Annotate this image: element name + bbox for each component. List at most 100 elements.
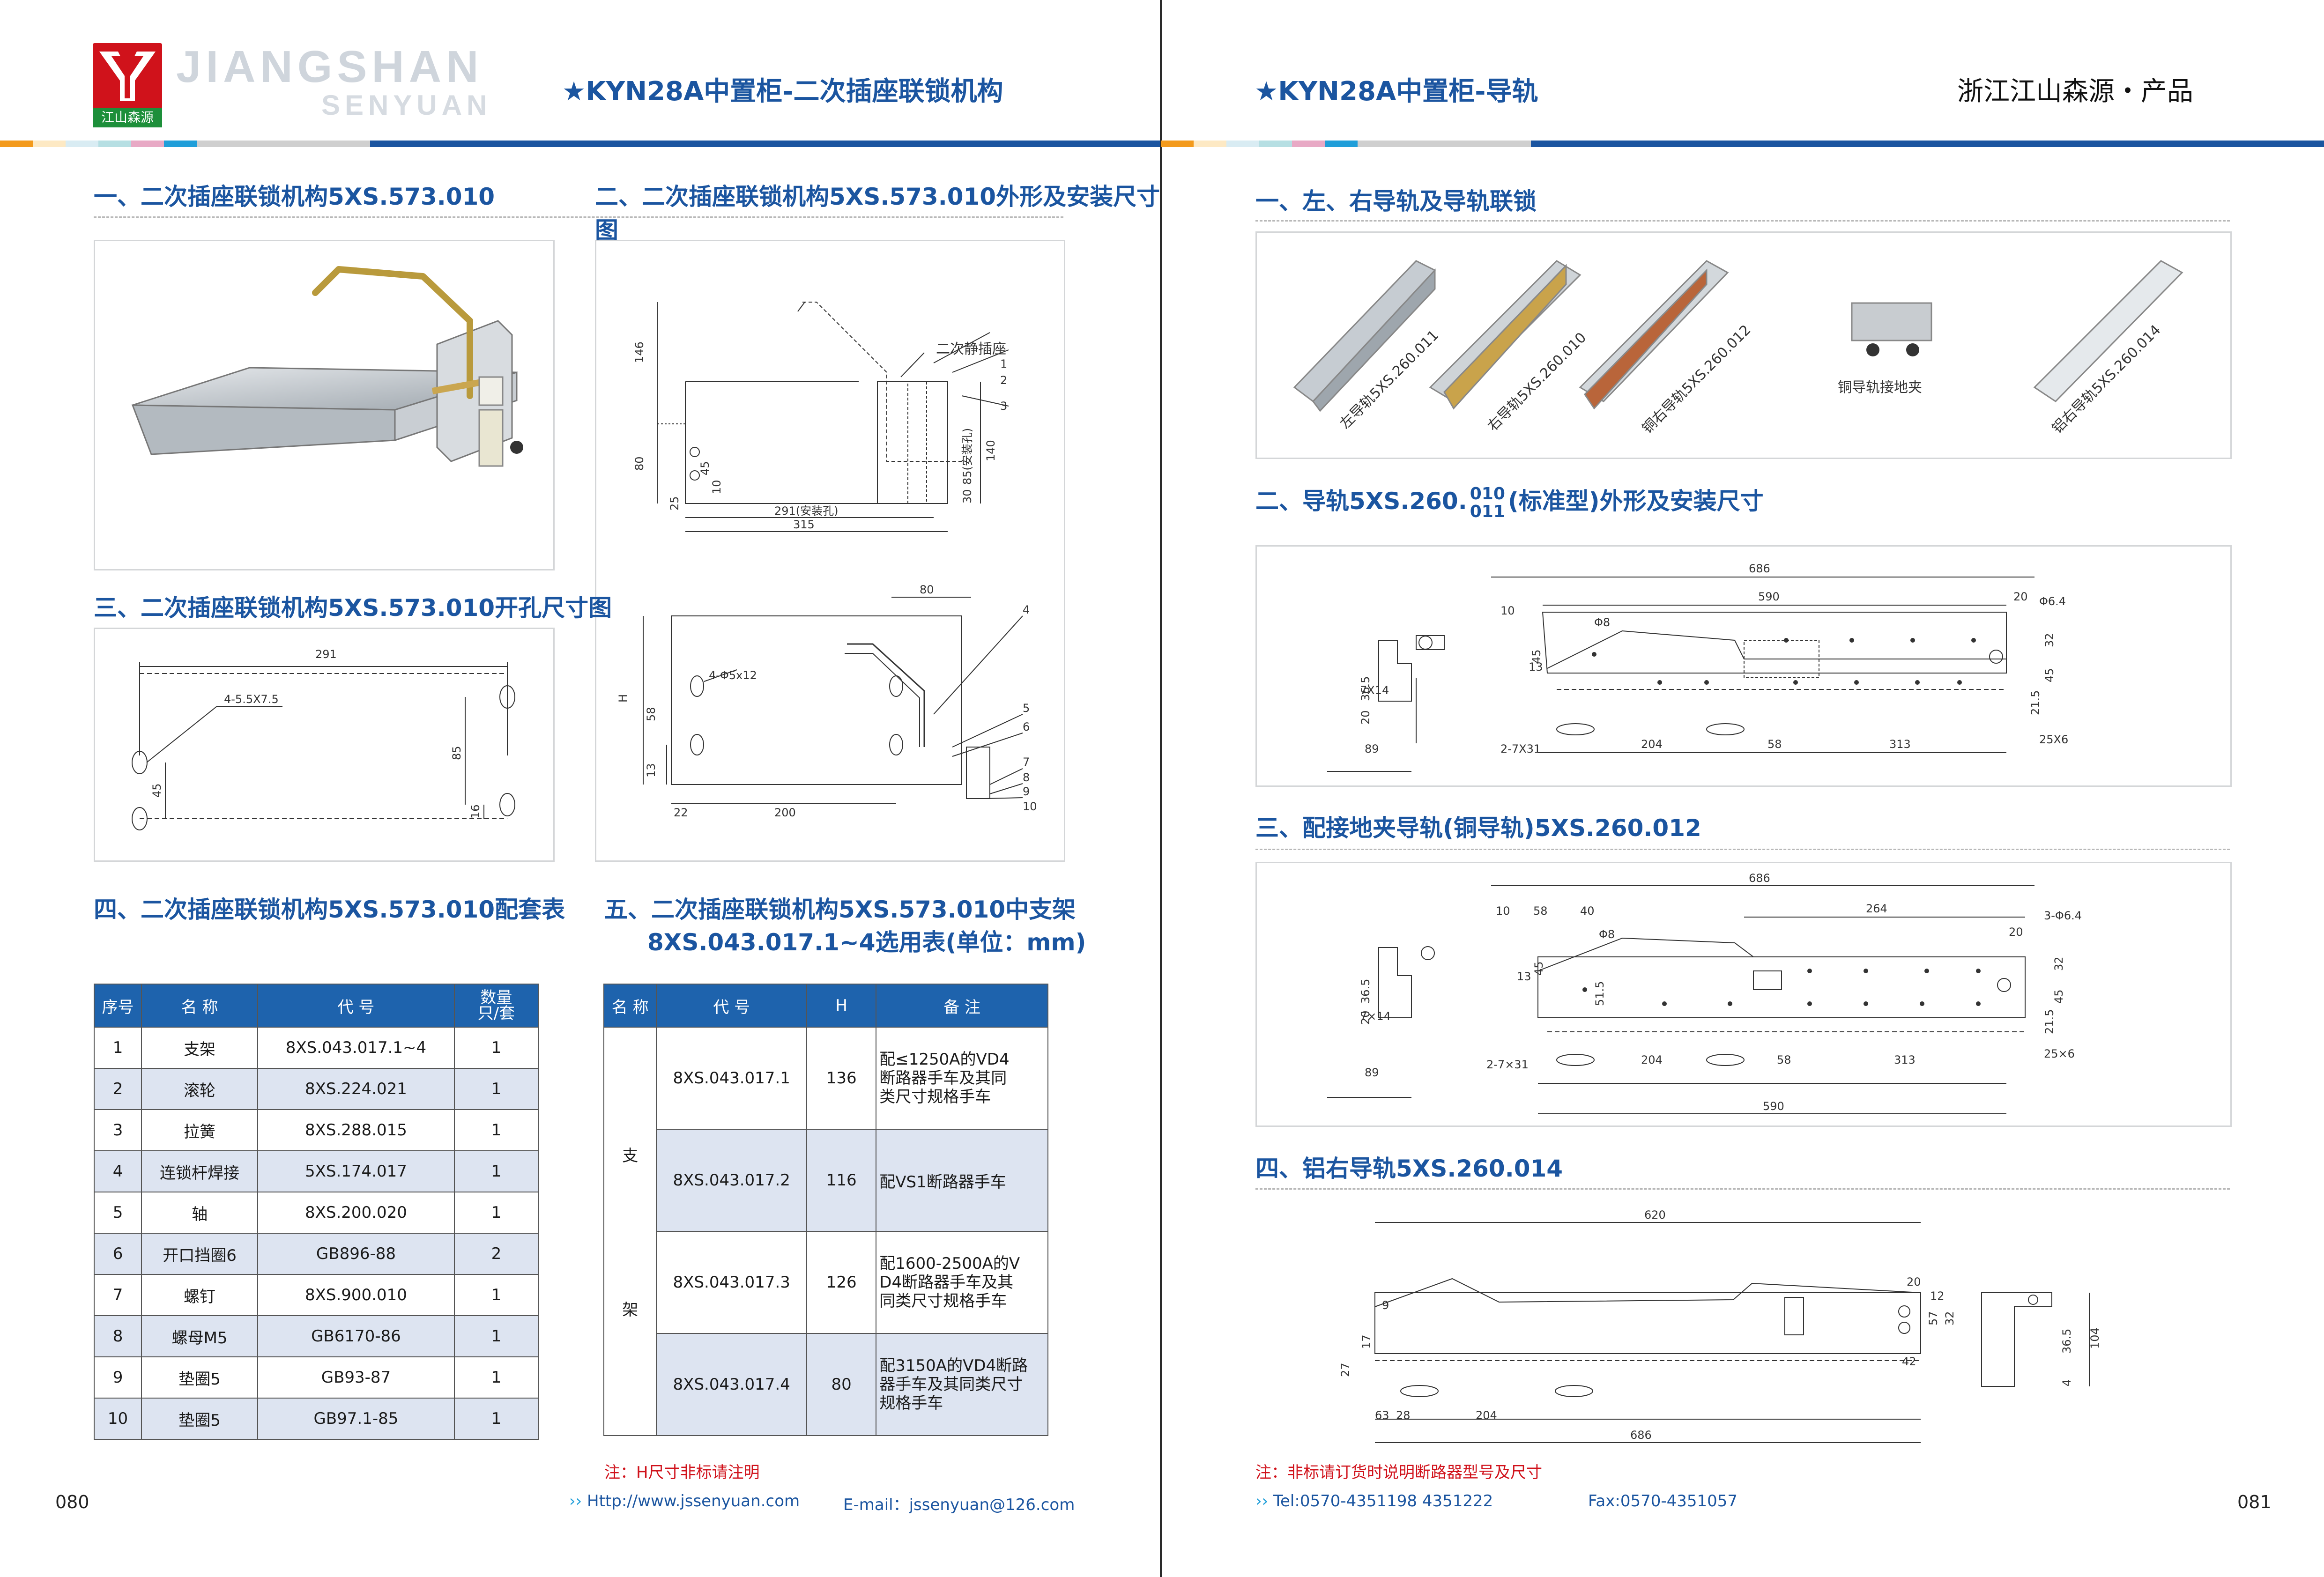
table-cell: 1	[453, 1068, 539, 1110]
svg-text:85: 85	[450, 746, 463, 760]
outline-drawing-frame: 146 80 45 10 25 291(安装孔) 315 140 85(安装孔)…	[595, 240, 1065, 862]
stripe-segment	[1531, 141, 2324, 147]
table-cell: 3	[93, 1109, 142, 1151]
section-5-heading-line2: 8XS.043.017.1~4选用表(单位：mm)	[647, 929, 1086, 956]
table-cell: 5XS.174.017	[257, 1150, 455, 1192]
table-cell: 8XS.900.010	[257, 1274, 455, 1316]
svg-text:2: 2	[1000, 374, 1007, 387]
stripe-segment	[131, 141, 164, 147]
table-cell: GB896-88	[257, 1233, 455, 1275]
table-cell: 4	[93, 1150, 142, 1192]
table-cell: 拉簧	[141, 1109, 259, 1151]
svg-text:58: 58	[1767, 738, 1782, 751]
outline-install-drawing: 146 80 45 10 25 291(安装孔) 315 140 85(安装孔)…	[616, 302, 1037, 819]
svg-text:36.5: 36.5	[1359, 676, 1372, 701]
logo-cn-text: 江山森源	[93, 108, 162, 127]
svg-text:85(安装孔): 85(安装孔)	[961, 428, 974, 485]
svg-text:4: 4	[1023, 603, 1030, 616]
svg-text:686: 686	[1749, 562, 1770, 575]
svg-text:590: 590	[1763, 1100, 1784, 1113]
svg-text:2-7X31: 2-7X31	[1500, 742, 1541, 755]
svg-text:2-7×31: 2-7×31	[1486, 1058, 1529, 1071]
svg-text:20: 20	[2013, 590, 2028, 603]
stripe-segment	[0, 141, 33, 147]
table-cell: 滚轮	[141, 1068, 259, 1110]
svg-text:42: 42	[1902, 1355, 1916, 1368]
svg-text:Φ6.4: Φ6.4	[2039, 595, 2066, 608]
table-cell: 8XS.043.017.3	[656, 1231, 807, 1334]
table-cell: 80	[806, 1333, 877, 1436]
svg-text:315: 315	[793, 518, 815, 531]
table-cell: 螺钉	[141, 1274, 259, 1316]
table-header: 数量 只/套	[453, 984, 539, 1028]
svg-text:16: 16	[469, 804, 482, 819]
fax-text: Fax:0570-4351057	[1588, 1492, 1738, 1510]
svg-text:9: 9	[1023, 785, 1030, 798]
svg-text:32: 32	[2043, 633, 2056, 647]
stripe-segment	[98, 141, 131, 147]
table-header: 序号	[93, 984, 142, 1028]
page-number: 081	[2237, 1492, 2272, 1512]
table-cell: 配VS1断路器手车	[876, 1129, 1048, 1232]
name-cell: 支 架	[603, 1027, 657, 1436]
table-cell: 8XS.200.020	[257, 1192, 455, 1234]
svg-text:204: 204	[1641, 738, 1663, 751]
svg-text:590: 590	[1758, 590, 1780, 603]
table-cell: 8XS.043.017.4	[656, 1333, 807, 1436]
svg-text:1: 1	[1000, 357, 1007, 370]
table-cell: GB6170-86	[257, 1315, 455, 1357]
svg-text:620: 620	[1644, 1208, 1666, 1222]
table-header: 名 称	[141, 984, 259, 1028]
arrow-icon: ››	[569, 1492, 587, 1510]
cutout-dimension-drawing: 291 4-5.5X7.5 45 85 16	[132, 648, 515, 830]
order-note: 注：非标请订货时说明断路器型号及尺寸	[1255, 1463, 1542, 1482]
rail-drawing-frame: 686 590 10 20 Φ8 Φ6.4 45 32 45 13 36.5 2…	[1255, 545, 2232, 787]
svg-text:140: 140	[984, 440, 997, 461]
svg-text:4-5.5X7.5: 4-5.5X7.5	[224, 693, 279, 706]
table-cell: GB93-87	[257, 1356, 455, 1399]
divider	[94, 216, 1063, 218]
aluminium-rail-drawing-area: 620 20 9 12 57 32 17 27 42 63 28 204 686…	[1255, 1199, 2229, 1461]
section-4-heading: 四、二次插座联锁机构5XS.573.010配套表	[94, 896, 565, 923]
svg-text:20: 20	[1907, 1275, 1921, 1288]
table-cell: 7	[93, 1274, 142, 1316]
svg-text:32: 32	[2052, 956, 2065, 971]
svg-text:9: 9	[1382, 1299, 1389, 1312]
svg-text:27: 27	[1339, 1362, 1352, 1377]
svg-text:10: 10	[1496, 904, 1510, 918]
table-cell: 2	[453, 1233, 539, 1275]
svg-text:686: 686	[1630, 1429, 1652, 1442]
logo-en-text: JIANGSHAN	[176, 42, 483, 92]
svg-text:63: 63	[1375, 1409, 1389, 1422]
table-cell: 116	[806, 1129, 877, 1232]
svg-text:40: 40	[1580, 904, 1595, 918]
svg-text:12: 12	[1930, 1289, 1945, 1303]
company-logo: 江山森源	[93, 43, 162, 127]
svg-text:36.5: 36.5	[1359, 979, 1372, 1004]
left-page: 江山森源 JIANGSHAN SENYUAN ★KYN28A中置柜-二次插座联锁…	[0, 0, 1161, 1577]
svg-text:13: 13	[1529, 660, 1543, 674]
section-5-heading: 五、二次插座联锁机构5XS.573.010中支架	[604, 896, 1076, 923]
table-cell: 8XS.224.021	[257, 1068, 455, 1110]
rail-code-bottom: 011	[1470, 502, 1505, 521]
svg-text:58: 58	[645, 707, 658, 721]
svg-text:25X6: 25X6	[2039, 733, 2068, 746]
logo-en-text-2: SENYUAN	[321, 89, 492, 121]
website-link[interactable]: ›› Http://www.jssenyuan.com	[569, 1492, 800, 1510]
table-cell: 垫圈5	[141, 1398, 259, 1440]
svg-text:10: 10	[1023, 800, 1037, 813]
svg-text:104: 104	[2088, 1327, 2101, 1349]
table-header: 名 称	[603, 984, 657, 1028]
interlock-mechanism-photo	[131, 266, 523, 467]
table-cell: 轴	[141, 1192, 259, 1234]
table-cell: 1	[453, 1315, 539, 1357]
section-1-heading: 一、左、右导轨及导轨联锁	[1255, 188, 1537, 215]
svg-text:25×6: 25×6	[2044, 1047, 2075, 1060]
svg-text:57: 57	[1927, 1311, 1940, 1325]
bracket-selection-table: 名 称 代 号 H 备 注 支 架 8XS.043.017.1 136 配≤12…	[603, 984, 1048, 1436]
svg-text:89: 89	[1365, 1066, 1379, 1079]
